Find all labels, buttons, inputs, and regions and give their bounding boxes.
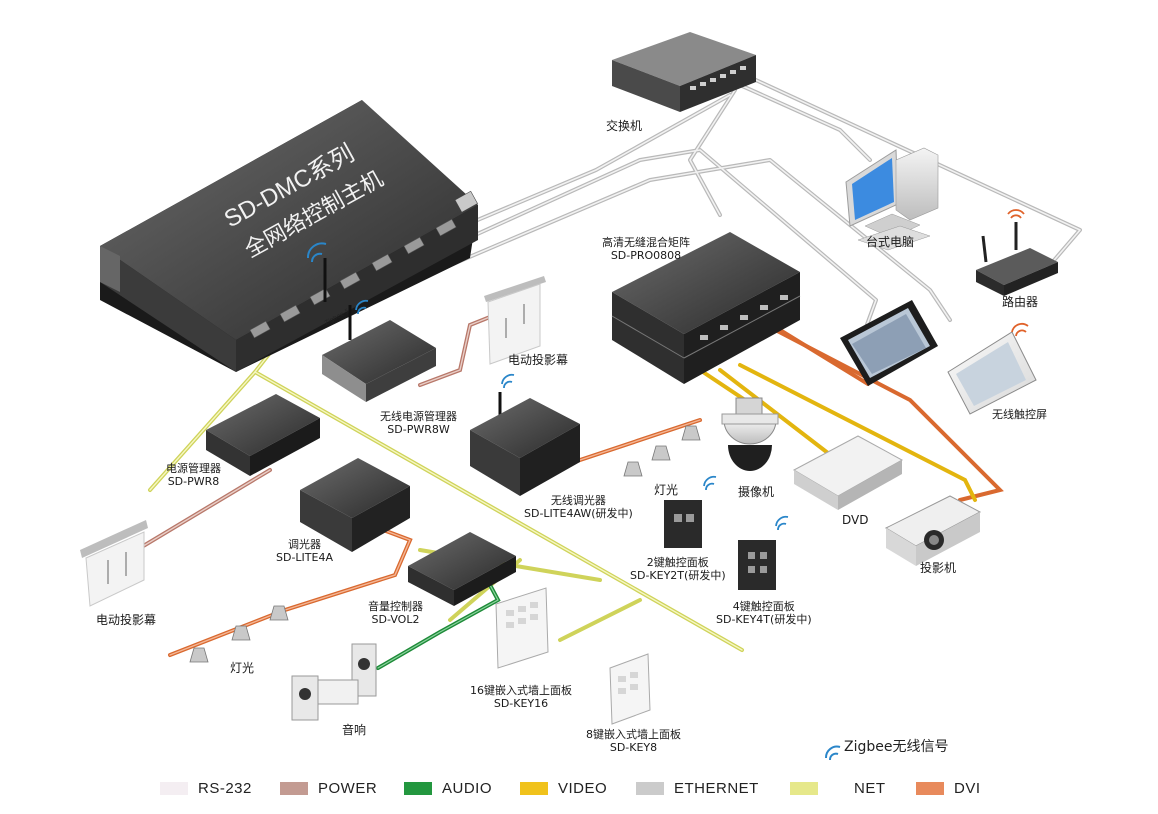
legend-item-ethernet: ETHERNET xyxy=(636,776,759,800)
wireless-power-manager xyxy=(322,299,436,402)
lights-right xyxy=(623,425,701,477)
legend-swatch-audio xyxy=(404,781,432,795)
cable-legend: RS-232 POWER AUDIO VIDEO ETHERNET NET DV… xyxy=(0,776,1158,800)
lite4aw-wifi-icon xyxy=(501,373,515,389)
legend-swatch-ethernet xyxy=(636,781,664,795)
legend-label-video: VIDEO xyxy=(558,779,608,797)
zigbee-note-text: Zigbee无线信号 xyxy=(844,739,949,755)
touch-panel-4key xyxy=(738,515,789,590)
projection-screen-left xyxy=(80,520,148,607)
legend-swatch-rs232 xyxy=(160,781,188,795)
legend-label-net: NET xyxy=(854,779,886,797)
projection-screen-top xyxy=(484,276,546,365)
legend-item-video: VIDEO xyxy=(520,776,607,800)
lights-right-label: 灯光 xyxy=(654,483,679,497)
dimmer xyxy=(300,458,410,552)
legend-item-net: NET xyxy=(790,776,886,800)
lights-left-label: 灯光 xyxy=(230,661,255,675)
wireless-touch-screen xyxy=(947,323,1037,415)
pwr8w-wifi-icon xyxy=(355,299,369,315)
legend-label-ethernet: ETHERNET xyxy=(674,779,759,797)
legend-swatch-power xyxy=(280,781,308,795)
legend-item-power: POWER xyxy=(280,776,377,800)
touchscreen-wifi-icon xyxy=(1011,323,1029,337)
legend-swatch-dvi xyxy=(916,781,944,795)
key4t-wifi-icon xyxy=(775,515,789,531)
touchscreen-label: 无线触控屏 xyxy=(992,408,1047,421)
switch-label: 交换机 xyxy=(606,119,643,133)
legend-label-rs232: RS-232 xyxy=(198,779,252,797)
key2t-wifi-icon xyxy=(703,475,717,491)
audio-cables xyxy=(376,583,501,670)
desktop-pc xyxy=(845,147,939,251)
wall-panel-8key xyxy=(609,653,651,725)
speaker-system xyxy=(291,643,377,721)
camera-label: 摄像机 xyxy=(738,485,775,499)
network-switch xyxy=(612,32,756,112)
wall-panel-16key xyxy=(495,587,549,669)
ethernet-cables xyxy=(376,73,1082,332)
legend-swatch-net xyxy=(790,781,818,795)
router-label: 路由器 xyxy=(1002,295,1039,309)
zigbee-note: Zigbee无线信号 xyxy=(822,736,948,756)
router xyxy=(976,209,1058,296)
touch-panel-2key xyxy=(664,475,717,548)
zigbee-legend-icon xyxy=(824,745,841,761)
volume-controller xyxy=(408,532,516,606)
legend-item-dvi: DVI xyxy=(916,776,981,800)
router-wifi-icon xyxy=(1007,209,1025,219)
projector-label: 投影机 xyxy=(920,561,957,575)
matrix-switcher xyxy=(611,232,801,384)
power-manager xyxy=(206,394,320,476)
legend-item-audio: AUDIO xyxy=(404,776,492,800)
dvi-cables xyxy=(168,320,1004,657)
speaker-label: 音响 xyxy=(342,723,367,737)
wired-touch-panel xyxy=(840,300,938,386)
diagram-canvas: SD-DMC系列 全网络控制主机 Zigbee-5 xyxy=(80,32,1082,761)
legend-label-power: POWER xyxy=(318,779,378,797)
legend-item-rs232: RS-232 xyxy=(160,776,252,800)
legend-swatch-video xyxy=(520,781,548,795)
legend-label-dvi: DVI xyxy=(954,779,981,797)
wireless-dimmer xyxy=(470,373,580,496)
legend-label-audio: AUDIO xyxy=(442,779,493,797)
dvd-player xyxy=(792,435,904,510)
pc-label: 台式电脑 xyxy=(866,235,915,249)
dvd-label: DVD xyxy=(842,513,869,527)
projector xyxy=(884,495,982,566)
ptz-camera xyxy=(721,397,779,471)
screen-top-label: 电动投影幕 xyxy=(508,353,569,367)
lights-left xyxy=(189,605,289,663)
main-control-host: SD-DMC系列 全网络控制主机 Zigbee-5 xyxy=(100,100,478,372)
host-wifi-icon xyxy=(306,242,327,263)
screen-left-label: 电动投影幕 xyxy=(96,613,157,627)
